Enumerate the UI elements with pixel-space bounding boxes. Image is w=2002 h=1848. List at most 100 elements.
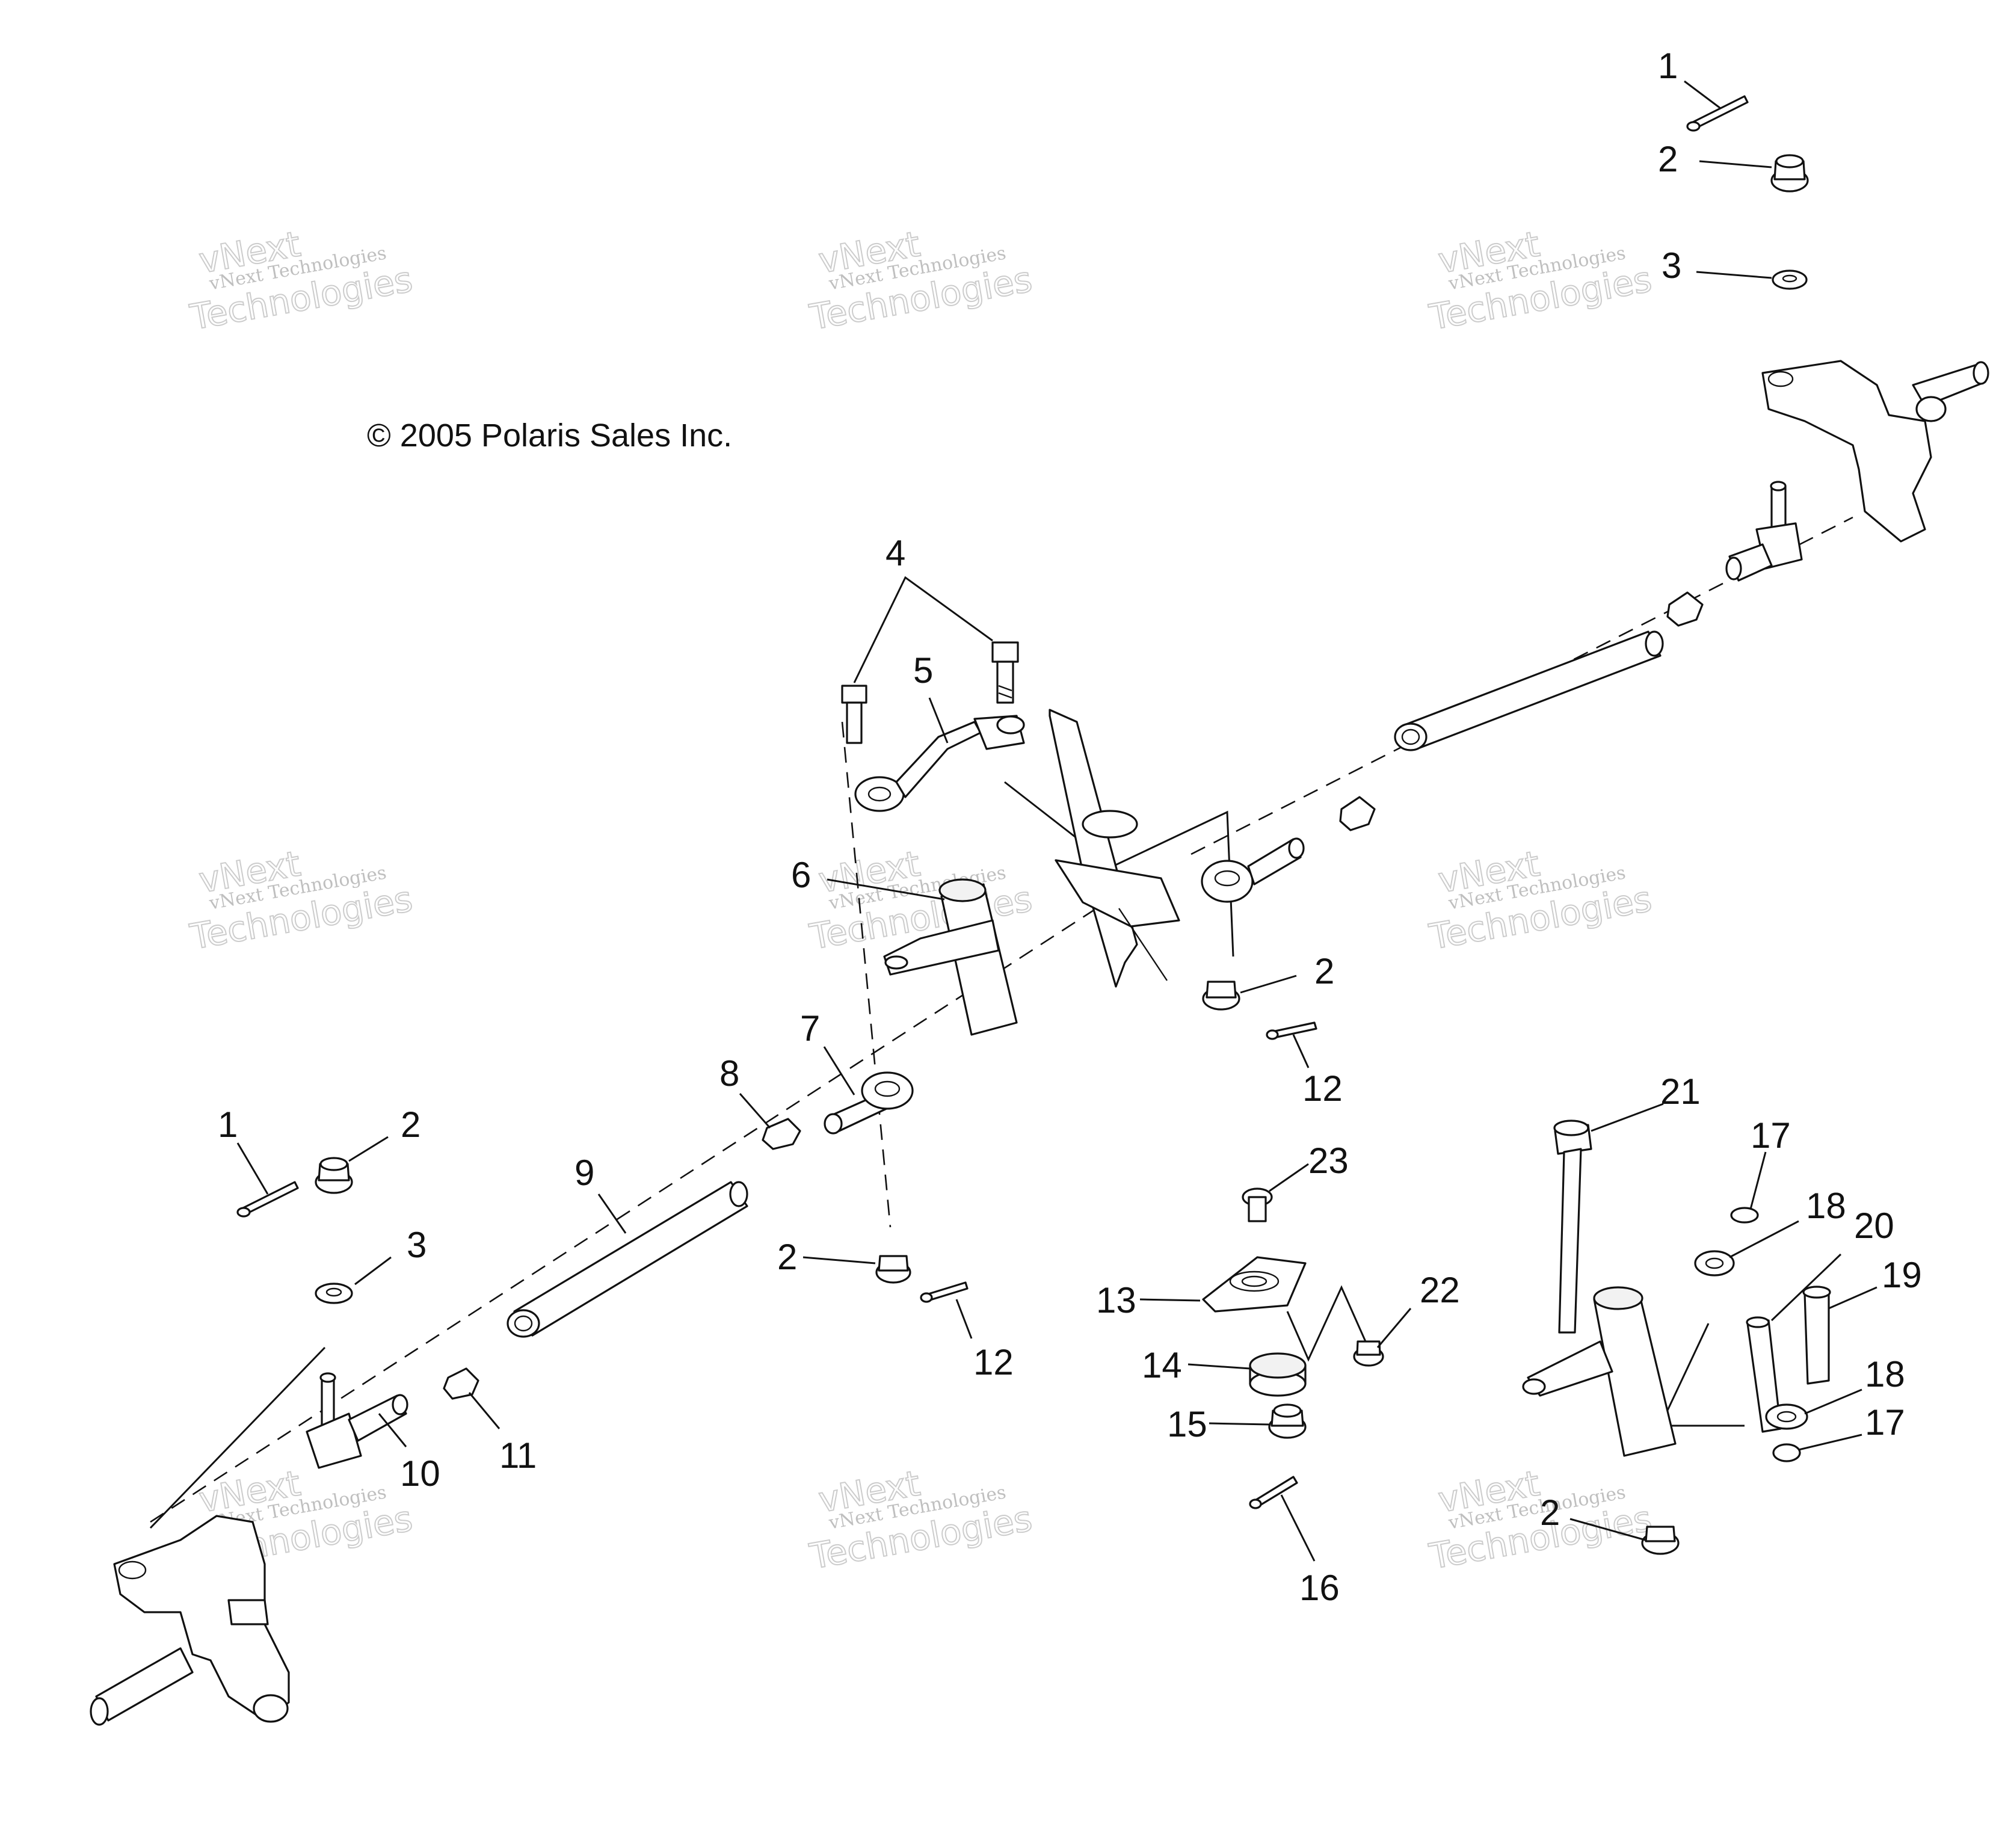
callout-2-left: 2 (401, 1104, 420, 1145)
callout-17-lower: 17 (1865, 1402, 1905, 1443)
leader-17-lower (1798, 1434, 1862, 1451)
callout-4: 4 (886, 533, 905, 573)
leader-7 (823, 1046, 855, 1095)
watermark-mid-right: vNext vNext Technologies Technologies (1426, 842, 1656, 958)
leader-2-center (1240, 975, 1297, 994)
callout-5: 5 (913, 650, 933, 691)
callout-7: 7 (800, 1008, 820, 1049)
part-18-bushing-upper (1694, 1250, 1735, 1277)
leader-18-upper (1729, 1220, 1799, 1258)
leader-3-left (354, 1256, 392, 1286)
watermark-top-right: vNext vNext Technologies Technologies (1426, 223, 1656, 338)
part-15-flange-nut (1268, 1403, 1307, 1439)
callout-20: 20 (1854, 1206, 1894, 1246)
callout-18-upper: 18 (1806, 1186, 1846, 1226)
callout-16: 16 (1299, 1568, 1340, 1608)
part-19-sleeve (1802, 1286, 1831, 1385)
callout-10: 10 (400, 1453, 440, 1494)
leader-12-lower (955, 1299, 973, 1339)
part-6-steering-shaft (883, 878, 1018, 1036)
copyright-notice: © 2005 Polaris Sales Inc. (367, 417, 732, 454)
callout-2-top: 2 (1658, 139, 1678, 179)
part-23-bolt (1242, 1187, 1273, 1222)
leader-4 (853, 576, 993, 683)
leader-2-left (348, 1136, 389, 1162)
part-2-nut-center (1202, 981, 1240, 1011)
watermark-top-left: vNext vNext Technologies Technologies (186, 223, 416, 338)
callout-2-center: 2 (1314, 951, 1334, 991)
callout-1-top: 1 (1658, 46, 1678, 86)
steering-knuckle-right (1761, 360, 1989, 543)
part-9-tie-rod-tube (507, 1181, 748, 1338)
callout-14: 14 (1142, 1345, 1182, 1385)
callout-19: 19 (1882, 1255, 1922, 1295)
leader-15 (1209, 1422, 1270, 1426)
leader-5 (928, 697, 949, 744)
watermark-bottom-center: vNext vNext Technologies Technologies (806, 1462, 1036, 1577)
leader-12-center (1292, 1034, 1310, 1068)
part-21-pivot-bolt (1553, 1120, 1592, 1334)
leader-11 (468, 1392, 500, 1429)
leader-17-upper (1749, 1151, 1767, 1210)
jam-nut-right-inner (1339, 796, 1376, 831)
part-22-nut (1353, 1340, 1384, 1367)
steering-stop-guide (1286, 1285, 1367, 1362)
part-12-cotter-pin-center (1266, 1021, 1317, 1040)
leader-23 (1269, 1163, 1309, 1192)
part-7-tie-rod-end (824, 1071, 914, 1135)
part-13-stop-bracket (1202, 1256, 1307, 1313)
part-8-jam-nut (762, 1118, 801, 1150)
callout-22: 22 (1420, 1270, 1460, 1310)
leader-13 (1139, 1298, 1201, 1302)
leader-10 (378, 1413, 407, 1447)
leader-9 (597, 1194, 627, 1234)
callout-3-top: 3 (1662, 245, 1681, 286)
part-2-castle-nut-left (315, 1157, 353, 1194)
part-10-outer-tie-rod-end (306, 1372, 408, 1469)
part-1-cotter-pin-left (236, 1181, 299, 1218)
part-1-cotter-pin-top (1686, 95, 1749, 132)
part-12-cotter-pin-lower (920, 1281, 969, 1303)
leader-2-lower (802, 1256, 876, 1264)
steering-post-column (1049, 709, 1180, 988)
leader-22 (1376, 1308, 1412, 1348)
watermark-top-center: vNext vNext Technologies Technologies (806, 223, 1036, 338)
leader-16 (1280, 1494, 1316, 1562)
callout-2-lower: 2 (777, 1237, 797, 1277)
jam-nut-right-outer (1666, 591, 1704, 627)
callout-12-lower: 12 (973, 1342, 1014, 1382)
watermark-mid-left: vNext vNext Technologies Technologies (186, 842, 416, 958)
leader-19 (1828, 1286, 1877, 1310)
leader-14 (1187, 1363, 1251, 1370)
part-3-washer-top (1772, 270, 1808, 290)
part-17-washer-lower (1772, 1443, 1801, 1462)
part-4-bolt-left (841, 685, 867, 744)
knuckle-guide-line (149, 1346, 326, 1529)
callout-9: 9 (574, 1153, 594, 1193)
leader-3-top (1696, 271, 1772, 279)
part-2-castle-nut-top (1770, 154, 1809, 192)
leader-8 (739, 1093, 771, 1129)
leader-20 (1770, 1253, 1842, 1322)
part-2-nut-bottom-right (1641, 1526, 1680, 1555)
callout-11: 11 (499, 1435, 537, 1476)
callout-23: 23 (1308, 1141, 1349, 1181)
callout-6: 6 (791, 855, 811, 895)
part-4-bolt-right (991, 641, 1019, 704)
callout-2-bottom-right: 2 (1540, 1492, 1560, 1533)
watermark-mid-center: vNext vNext Technologies Technologies (806, 842, 1036, 958)
callout-3-left: 3 (407, 1225, 427, 1265)
part-11-jam-nut (443, 1367, 479, 1400)
callout-1-left: 1 (218, 1104, 238, 1145)
callout-21: 21 (1660, 1071, 1701, 1112)
callout-13: 13 (1096, 1280, 1136, 1320)
callout-15: 15 (1167, 1404, 1207, 1444)
part-16-cotter-pin (1249, 1476, 1298, 1509)
leader-2-bottom-right (1569, 1518, 1646, 1541)
part-3-washer-left (315, 1283, 353, 1304)
callout-17-upper: 17 (1751, 1115, 1791, 1156)
post-bushing-guide (1659, 1323, 1745, 1427)
leader-1-top (1684, 80, 1721, 109)
tie-rod-end-right-inner (1201, 837, 1305, 903)
